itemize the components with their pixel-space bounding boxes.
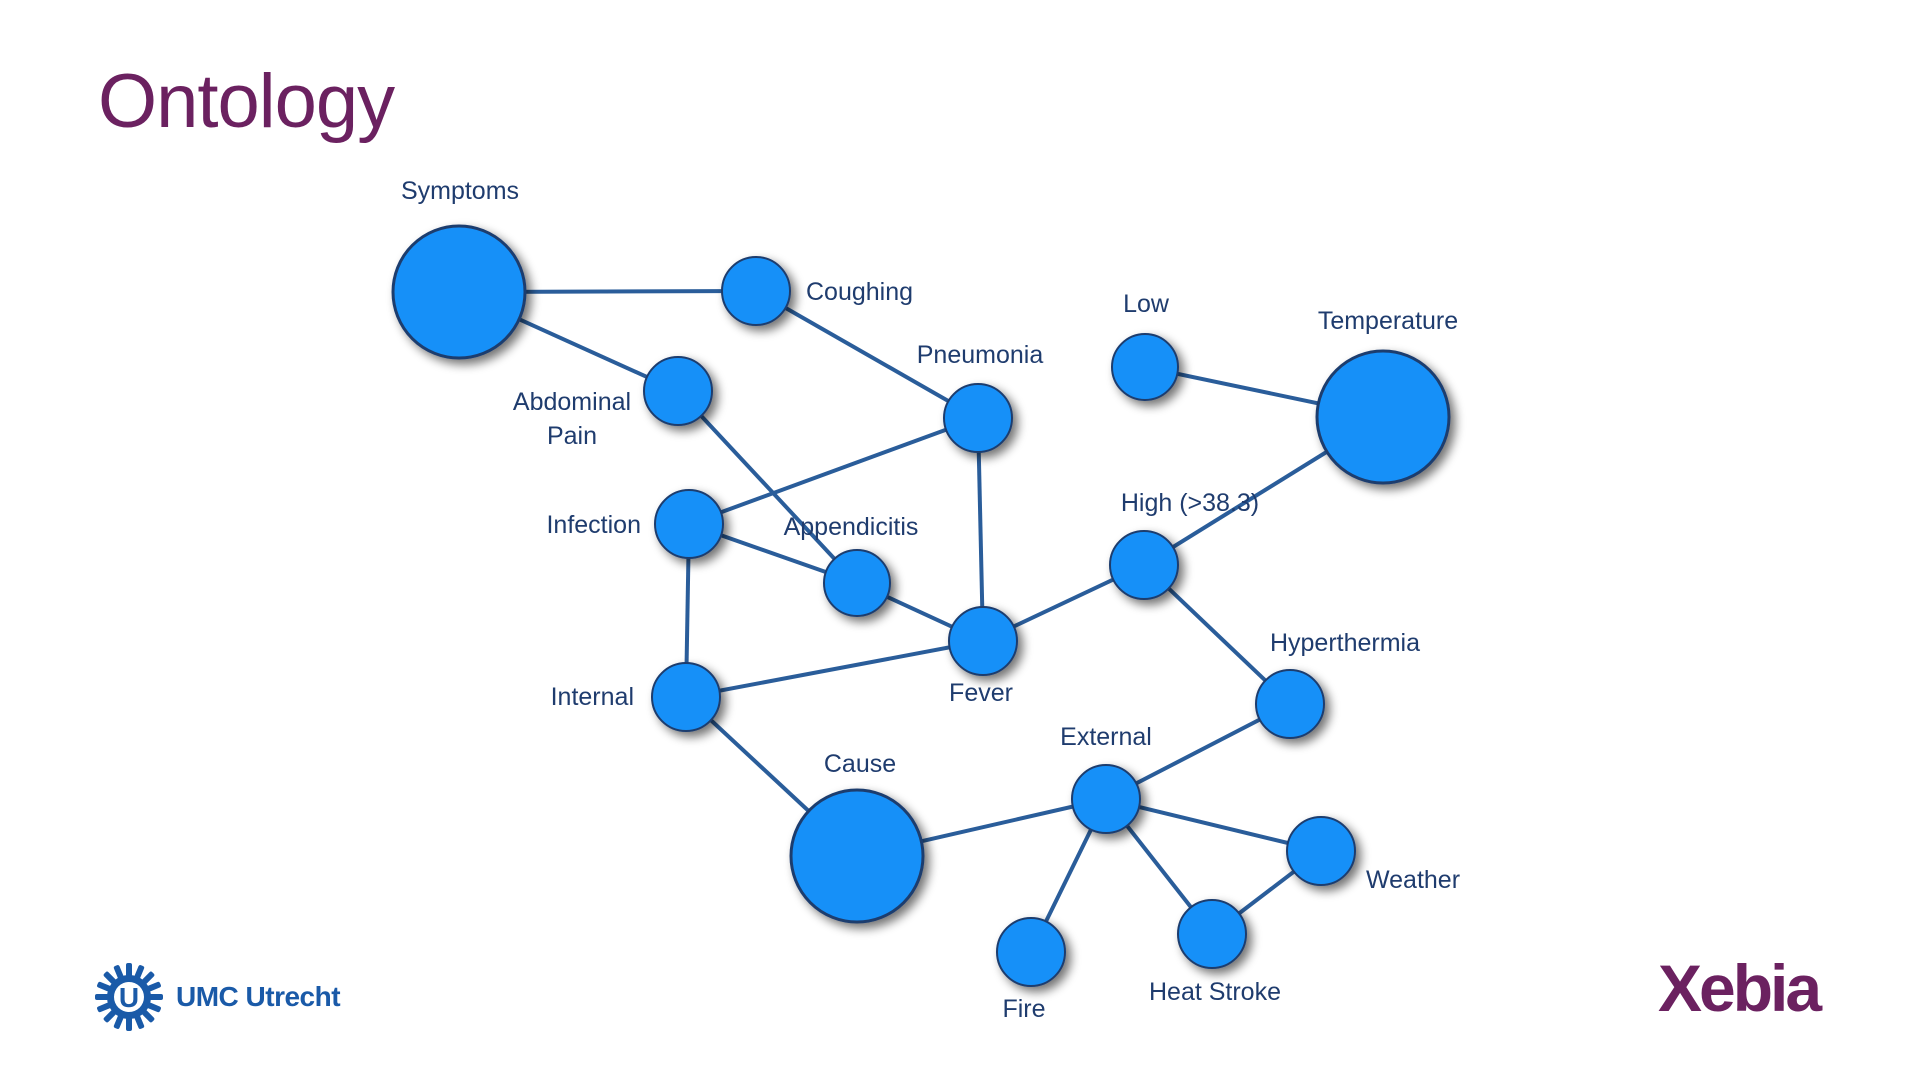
node-label-external: External bbox=[1060, 723, 1152, 751]
nodes-layer bbox=[391, 224, 1451, 987]
node-high bbox=[1109, 530, 1179, 600]
umc-utrecht-logo: U UMC Utrecht bbox=[92, 960, 341, 1034]
node-label-high: High (>38.3) bbox=[1121, 489, 1259, 517]
node-coughing bbox=[721, 256, 791, 326]
edge-pneumonia-infection bbox=[688, 416, 979, 526]
node-label-weather: Weather bbox=[1366, 866, 1460, 894]
umc-emblem-icon: U bbox=[95, 963, 163, 1031]
umc-logo-text: UMC Utrecht bbox=[176, 981, 341, 1012]
node-appendicitis bbox=[823, 549, 891, 617]
node-fever bbox=[948, 606, 1018, 676]
node-cause bbox=[789, 788, 925, 924]
node-label-temperature: Temperature bbox=[1318, 307, 1458, 335]
node-label-internal: Internal bbox=[551, 683, 634, 711]
node-temperature bbox=[1315, 349, 1451, 485]
node-label-cause: Cause bbox=[824, 750, 896, 778]
node-label-coughing: Coughing bbox=[806, 278, 913, 306]
edge-pneumonia-fever bbox=[976, 417, 985, 642]
edge-abdominal-appendicitis bbox=[676, 389, 859, 585]
node-label-appendicitis: Appendicitis bbox=[784, 513, 919, 541]
svg-text:U: U bbox=[119, 982, 139, 1013]
node-label-symptoms: Symptoms bbox=[401, 177, 519, 205]
node-label-pneumonia: Pneumonia bbox=[917, 341, 1044, 369]
node-label-low: Low bbox=[1123, 290, 1170, 318]
node-label-fire: Fire bbox=[1002, 995, 1045, 1023]
node-external bbox=[1071, 764, 1141, 834]
edge-external-weather bbox=[1105, 797, 1322, 853]
edge-fever-internal bbox=[685, 639, 984, 699]
slide-title: Ontology bbox=[98, 59, 395, 144]
node-label-heatstroke: Heat Stroke bbox=[1149, 978, 1281, 1006]
node-label-fever: Fever bbox=[949, 679, 1013, 707]
node-hyperthermia bbox=[1255, 669, 1325, 739]
xebia-logo: Xebia bbox=[1658, 951, 1822, 1025]
node-pneumonia bbox=[943, 383, 1013, 453]
node-label-infection: Infection bbox=[546, 511, 641, 539]
node-internal bbox=[651, 662, 721, 732]
edge-coughing-pneumonia bbox=[755, 289, 979, 420]
node-weather bbox=[1286, 816, 1356, 886]
node-symptoms bbox=[391, 224, 527, 360]
node-low bbox=[1111, 333, 1179, 401]
node-fire bbox=[996, 917, 1066, 987]
node-heatstroke bbox=[1177, 899, 1247, 969]
node-abdominal bbox=[643, 356, 713, 426]
node-infection bbox=[654, 489, 724, 559]
node-label-hyperthermia: Hyperthermia bbox=[1270, 629, 1420, 657]
